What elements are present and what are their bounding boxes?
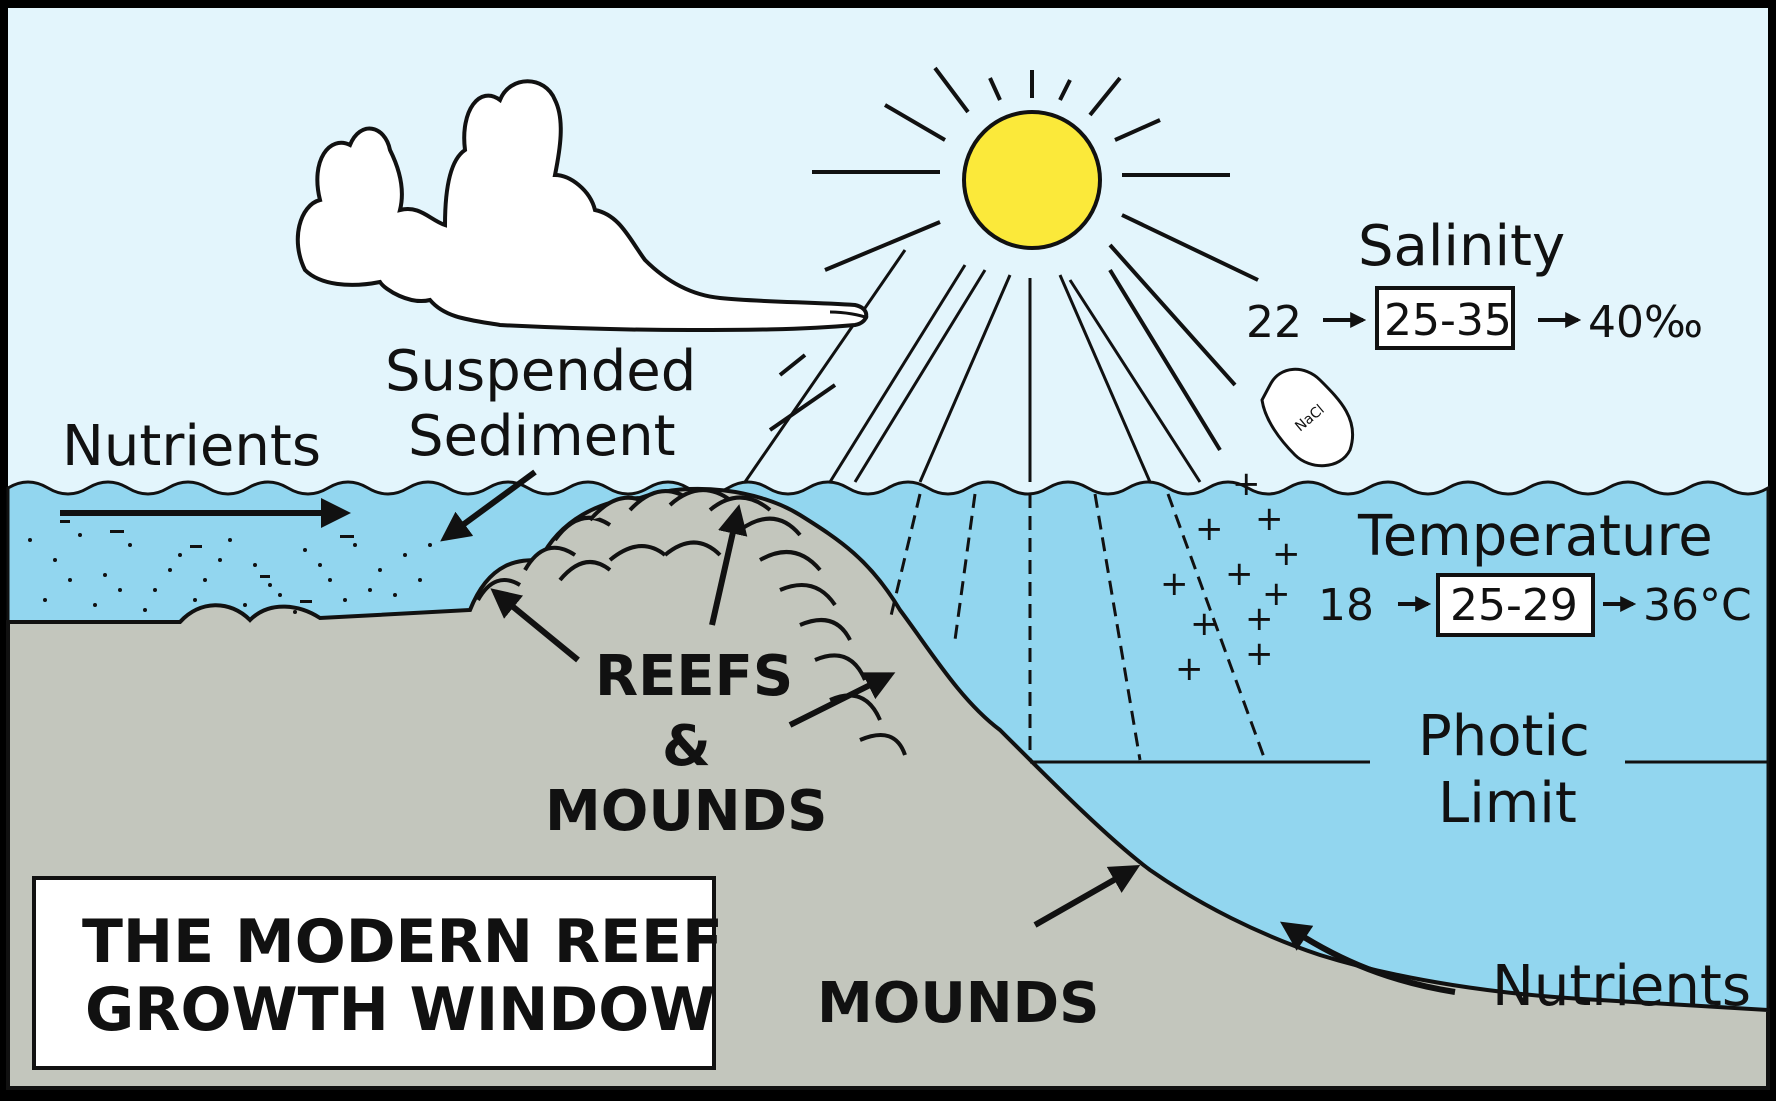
label-mounds-lower: MOUNDS: [817, 971, 1100, 1036]
sun: [962, 110, 1102, 250]
cloud: [295, 79, 869, 333]
label-temperature: Temperature: [1357, 504, 1713, 569]
svg-text:+: +: [1160, 564, 1189, 604]
label-limit: Limit: [1438, 771, 1577, 836]
svg-text:+: +: [1195, 509, 1224, 549]
svg-text:+: +: [1245, 599, 1274, 639]
salinity-high: 40‰: [1588, 297, 1703, 348]
sun-rays: [768, 66, 1259, 452]
label-suspended: Suspended: [385, 339, 696, 404]
label-photic: Photic: [1418, 704, 1590, 769]
salinity-range: 25-35: [1384, 295, 1512, 346]
reefs-arrow-up: [709, 504, 748, 626]
svg-text:+: +: [1245, 634, 1274, 674]
nutrients-bottom-arrow: [1280, 921, 1456, 995]
svg-text:+: +: [1232, 464, 1261, 504]
sediment-arrow: [440, 469, 537, 542]
label-nutrients-top: Nutrients: [62, 414, 321, 479]
light-rays: [743, 249, 1202, 483]
salinity-range-box: [1375, 286, 1515, 350]
salinity-low: 22: [1246, 297, 1302, 348]
range-arrows: [1323, 312, 1637, 612]
svg-text:+: +: [1190, 604, 1219, 644]
temperature-range-box: [1436, 573, 1595, 637]
svg-text:+: +: [1255, 499, 1284, 539]
cloud-detail: [829, 310, 869, 320]
reefs-arrow-left: [490, 588, 580, 663]
mounds-arrow: [1033, 865, 1141, 928]
label-nutrients-bottom: Nutrients: [1492, 954, 1751, 1019]
temperature-low: 18: [1318, 580, 1374, 631]
sediment-stipple: [28, 520, 432, 614]
title-box: [32, 876, 716, 1070]
salt-shaker-icon: NaCl: [1260, 367, 1355, 468]
svg-text:+: +: [1272, 534, 1301, 574]
label-reefs: REEFS: [595, 644, 793, 709]
pointer-arrows: [60, 469, 1456, 995]
svg-text:+: +: [1262, 574, 1291, 614]
temperature-high: 36°C: [1643, 580, 1752, 631]
temperature-range: 25-29: [1450, 580, 1578, 631]
svg-text:+: +: [1175, 649, 1204, 689]
label-salinity: Salinity: [1358, 214, 1565, 279]
reefs-arrow-right: [788, 672, 896, 728]
svg-text:+: +: [1225, 554, 1254, 594]
salt-particles: + + + + + + + + + + +: [1160, 464, 1301, 689]
label-amp: &: [662, 714, 711, 779]
label-sediment: Sediment: [408, 404, 676, 469]
label-mounds-upper: MOUNDS: [545, 779, 828, 844]
diagram-title-line1: THE MODERN REEF: [82, 907, 723, 977]
diagram-title-line2: GROWTH WINDOW: [85, 975, 715, 1045]
light-rays-underwater: [888, 493, 1267, 761]
